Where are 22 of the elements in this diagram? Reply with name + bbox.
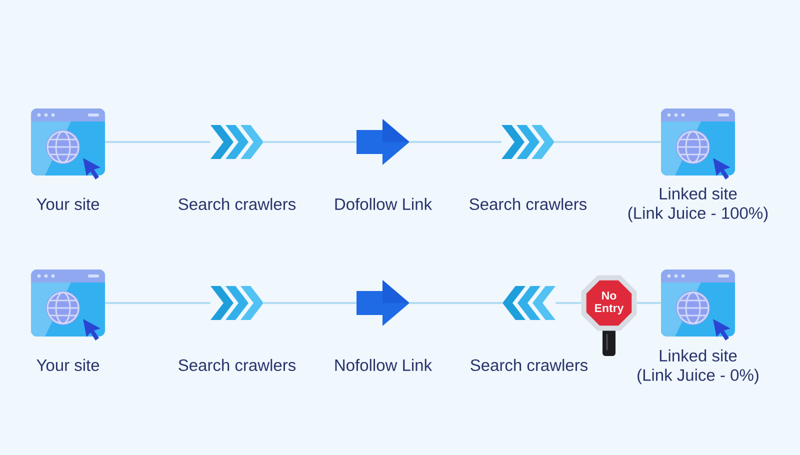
node-label: Search crawlers xyxy=(178,198,296,210)
node-label: Linked site xyxy=(660,187,737,200)
connector-line xyxy=(636,302,661,304)
node-label: (Link Juice - 0%) xyxy=(638,368,758,384)
node-label: Search crawlers xyxy=(470,358,588,372)
connector-line xyxy=(105,302,210,304)
connector-line xyxy=(105,141,210,143)
node-label: Search crawlers xyxy=(178,358,296,372)
node-label: Nofollow Link xyxy=(335,358,432,372)
connector-line xyxy=(264,141,356,143)
node-label: Your site xyxy=(36,198,100,210)
node-label: Dofollow Link xyxy=(335,198,432,210)
connector-line xyxy=(554,141,661,143)
node-label: Your site xyxy=(36,358,100,372)
node-label: (Link Juice - 100%) xyxy=(628,206,768,222)
connector-line xyxy=(410,141,502,143)
connector-line xyxy=(264,302,356,304)
node-label: Search crawlers xyxy=(470,198,587,210)
no-entry-sign: No Entry xyxy=(581,275,637,356)
node-label: Linked site xyxy=(660,349,737,362)
connector-line xyxy=(410,302,502,304)
connector-line xyxy=(556,302,582,304)
